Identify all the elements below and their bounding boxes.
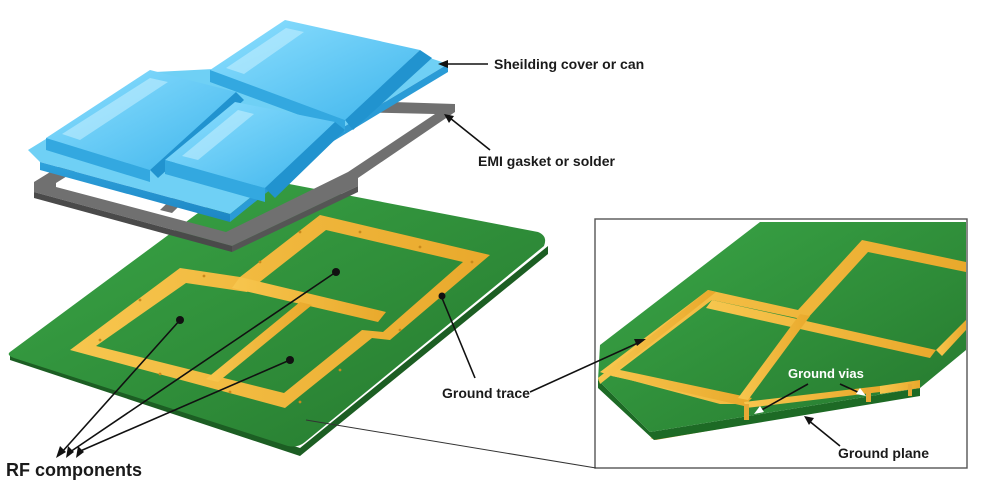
label-ground-vias: Ground vias [788,366,864,381]
label-emi-gasket: EMI gasket or solder [478,153,615,169]
label-ground-plane: Ground plane [838,445,929,461]
label-shielding-cover: Sheilding cover or can [494,56,644,72]
ground-via-right [866,388,871,402]
callouts [56,60,866,469]
detail-inset [594,218,968,469]
label-ground-trace: Ground trace [442,385,530,401]
ground-trace-frame [70,215,490,408]
ground-via-left [744,404,749,420]
label-rf-components: RF components [6,460,142,480]
shielding-cover [28,20,448,222]
